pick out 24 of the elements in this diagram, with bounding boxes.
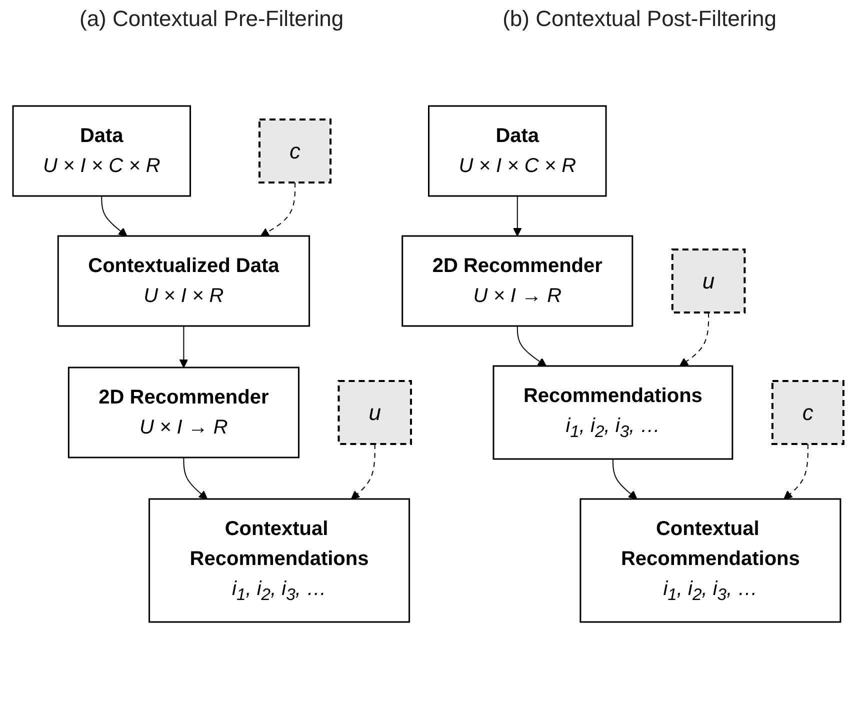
arrow [179,326,188,368]
arrow [182,457,208,500]
node-box: c [771,380,844,445]
panel-heading: (b) Contextual Post-Filtering [502,6,776,32]
arrow [512,196,522,236]
node-box: Contextual Recommendations i$_{1}$, i$_{2}$, i$_{3}$, … [148,498,410,623]
arrow [260,182,296,236]
node-box: 2D Recommender U × I → R [401,235,633,327]
node-box: u [338,380,412,445]
node-box: Data U × I × C × R [428,105,607,197]
node-box: Data U × I × C × R [12,105,191,197]
node-box: 2D Recommender U × I → R [68,366,300,458]
node-box: Recommendations i$_{1}$, i$_{2}$, i$_{3}$, … [492,365,733,460]
arrow [516,326,546,366]
arrow [679,312,709,366]
node-box: Contextualized Data U × I × R [57,235,310,327]
panel-heading: (a) Contextual Pre-Filtering [80,6,344,32]
arrow [612,458,638,500]
node-box: c [258,118,332,184]
node-box: Contextual Recommendations i$_{1}$, i$_{2}$, i$_{3}$, … [579,498,841,623]
node-box: u [671,248,746,314]
arrow [783,444,808,500]
arrow [100,196,128,236]
arrow [350,444,376,500]
